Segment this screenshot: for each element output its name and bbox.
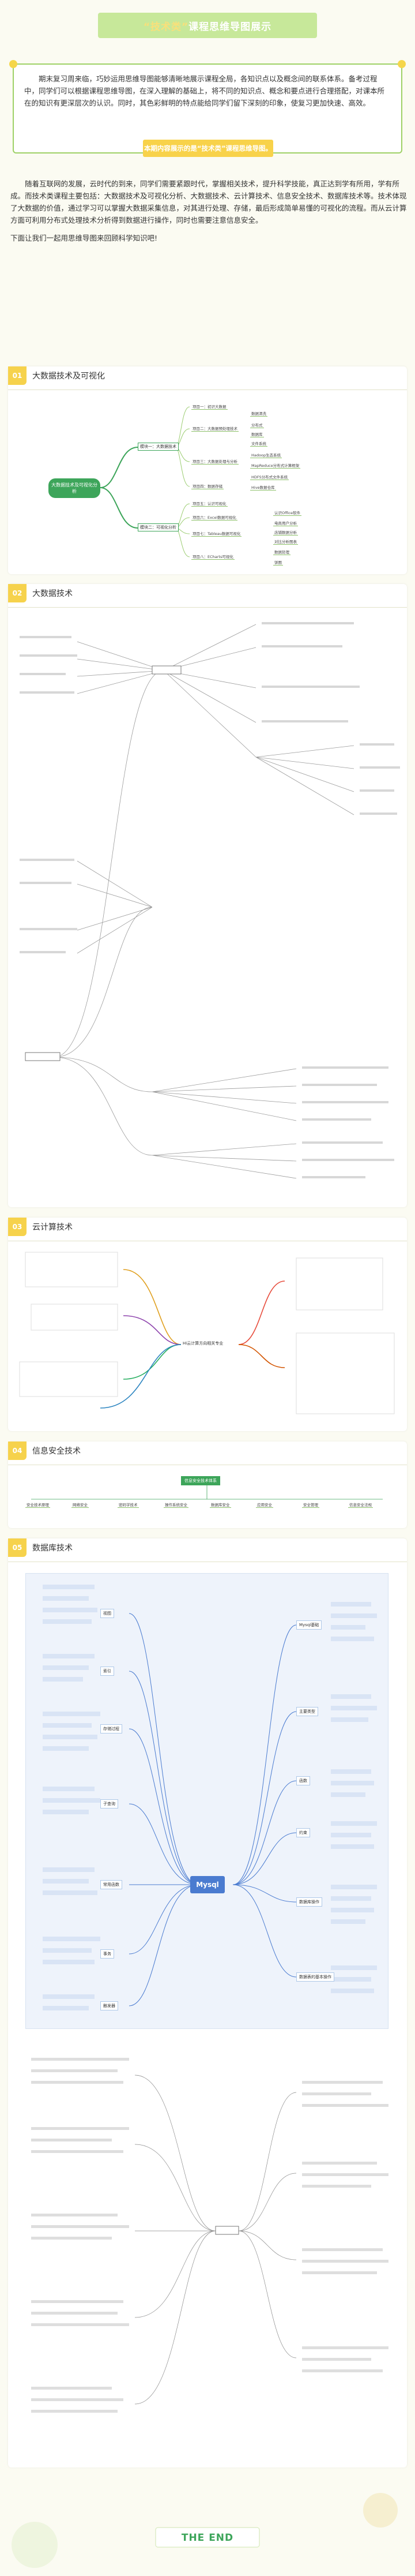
map1-branch-2: 模块二：可视化分析 bbox=[138, 523, 179, 531]
intro2-paragraph: 随着互联网的发展，云时代的到来，同学们需要紧跟时代，掌握相关技术，提升科学技能，… bbox=[10, 179, 407, 224]
map1-item: 项目五：认识可视化 bbox=[191, 501, 228, 507]
banner-highlight: “技术类” bbox=[143, 21, 189, 33]
section-1-header: 01 大数据技术及可视化 bbox=[8, 366, 105, 385]
map1-leaf: Hive数据仓库 bbox=[250, 485, 276, 491]
map1-leaf: 分布式 bbox=[250, 423, 264, 428]
divider bbox=[8, 607, 407, 608]
section-2-card: 02 大数据技术 bbox=[8, 584, 407, 1207]
mysql-topic: 视图 bbox=[100, 1609, 114, 1618]
map4-node: 数据库安全 bbox=[210, 1503, 231, 1508]
map1-leaf: 文件系统 bbox=[250, 441, 267, 447]
map4-node: 安全管理 bbox=[302, 1503, 319, 1508]
section-number: 02 bbox=[8, 584, 27, 602]
map1-item: 项目四：数据存储 bbox=[191, 484, 224, 489]
map2-connectors bbox=[20, 622, 400, 1179]
section-number: 05 bbox=[8, 1538, 27, 1557]
map1-leaf: 店铺数据分析 bbox=[273, 530, 298, 536]
map1-item: 项目二：大数据预处理技术 bbox=[191, 426, 239, 432]
map1-item: 项目一：初识大数据 bbox=[191, 405, 228, 410]
map1-leaf: 饼图 bbox=[273, 560, 283, 566]
intro-paragraph: 期末复习周来临，巧妙运用思维导图能够清晰地展示课程全局，各知识点以及概念间的联系… bbox=[24, 74, 385, 107]
map1-leaf: 数据库 bbox=[250, 432, 264, 437]
mysql-center: Mysql bbox=[190, 1876, 225, 1893]
map1-leaf: 认识Office软件 bbox=[273, 511, 301, 516]
map3-connectors bbox=[19, 1252, 395, 1414]
mysql-topic: Mysql基础 bbox=[296, 1620, 322, 1630]
end-area bbox=[0, 2476, 415, 2576]
map1-item: 项目六：Excel数据可视化 bbox=[191, 515, 237, 521]
mysql-topic: 触发器 bbox=[100, 2001, 118, 2010]
title-banner: “技术类” 课程思维导图展示 bbox=[98, 13, 317, 38]
map4-node: 应用安全 bbox=[256, 1503, 273, 1508]
map3-center: Hi云计算方向相关专业 bbox=[181, 1340, 225, 1347]
mysql-topic: 索引 bbox=[100, 1667, 114, 1676]
section-title: 数据库技术 bbox=[32, 1544, 73, 1553]
intro-text-2: 随着互联网的发展，云时代的到来，同学们需要紧跟时代，掌握相关技术，提升科学技能，… bbox=[10, 173, 408, 244]
banner-text: 课程思维导图展示 bbox=[188, 21, 272, 33]
mysql-topic: 事务 bbox=[100, 1949, 114, 1959]
subtitle-banner: 本期内容展示的是“技术类”课程思维导图。 bbox=[143, 140, 273, 157]
map5-connectors bbox=[31, 1585, 388, 2413]
section-5-header: 05 数据库技术 bbox=[8, 1538, 73, 1557]
mysql-topic: 子查询 bbox=[100, 1799, 118, 1809]
section-3-header: 03 云计算技术 bbox=[8, 1218, 73, 1236]
map1-center: 大数据技术及可视化分析 bbox=[48, 478, 100, 498]
corner-dot bbox=[398, 60, 406, 68]
map4-node: 安全技术原理 bbox=[25, 1503, 50, 1508]
end-text: THE END bbox=[181, 2532, 234, 2544]
map1-item: 项目三：大数据处理与分析 bbox=[191, 459, 239, 465]
map1-leaf: 电商用户分析 bbox=[273, 521, 298, 526]
section-title: 大数据技术 bbox=[32, 589, 73, 598]
section-3-card: 03 云计算技术 Hi云计算方向相关专业 bbox=[8, 1218, 407, 1431]
section-number: 03 bbox=[8, 1218, 27, 1236]
mysql-topic: 函数 bbox=[296, 1776, 310, 1785]
map1-leaf: Hadoop生态系统 bbox=[250, 453, 282, 458]
mysql-topic: 数据表的基本操作 bbox=[296, 1972, 334, 1982]
map1-item: 项目八：ECharts可视化 bbox=[191, 555, 235, 560]
section-number: 04 bbox=[8, 1441, 27, 1460]
section-number: 01 bbox=[8, 366, 27, 385]
map1-leaf: HDFS分布式文件系统 bbox=[250, 475, 289, 480]
map4-root: 信息安全技术体系 bbox=[181, 1476, 220, 1485]
section-2-header: 02 大数据技术 bbox=[8, 584, 73, 602]
intro-box: 期末复习周来临，巧妙运用思维导图能够清晰地展示课程全局，各知识点以及概念间的联系… bbox=[9, 60, 406, 153]
section-title: 云计算技术 bbox=[32, 1223, 73, 1232]
section-title: 大数据技术及可视化 bbox=[32, 372, 105, 381]
map1-leaf: 数据处理 bbox=[273, 550, 290, 555]
section-5-card: 05 数据库技术 bbox=[8, 1538, 407, 2468]
map4-node: 信息安全法规 bbox=[348, 1503, 373, 1508]
corner-dot bbox=[9, 60, 17, 68]
map1-leaf: 数据清洗 bbox=[250, 411, 267, 417]
map1-leaf: 对比分析图表 bbox=[273, 540, 298, 545]
map4-connectors bbox=[31, 1485, 383, 1500]
map1-connectors bbox=[100, 406, 190, 557]
mysql-topic: 存储过程 bbox=[100, 1724, 122, 1733]
map4-node: 网络安全 bbox=[71, 1503, 89, 1508]
mysql-topic: 约束 bbox=[296, 1828, 310, 1837]
section-4-header: 04 信息安全技术 bbox=[8, 1441, 81, 1460]
map1-item: 项目七：Tableau数据可视化 bbox=[191, 531, 242, 537]
map1-branch-1: 模块一：大数据技术 bbox=[138, 443, 179, 451]
section-title: 信息安全技术 bbox=[32, 1447, 81, 1456]
mysql-topic: 数据库操作 bbox=[296, 1897, 322, 1907]
section-4-card: 04 信息安全技术 信息安全技术体系 安全技术原理 网络安全 密码学技术 操作系… bbox=[8, 1441, 407, 1528]
map4-node: 操作系统安全 bbox=[164, 1503, 188, 1508]
map4-node: 密码学技术 bbox=[118, 1503, 139, 1508]
end-decoration bbox=[12, 2493, 398, 2568]
mysql-topic: 主要类型 bbox=[296, 1707, 318, 1716]
mysql-topic: 常用函数 bbox=[100, 1880, 122, 1889]
map1-leaf: MapReduce分布式计算框架 bbox=[250, 463, 301, 469]
intro2-closing: 下面让我们一起用思维导图来回顾科学知识吧! bbox=[10, 234, 158, 242]
section-1-card: 01 大数据技术及可视化 大数据技术及可视化分析 模块一：大数据技术 模块二：可… bbox=[8, 366, 407, 574]
